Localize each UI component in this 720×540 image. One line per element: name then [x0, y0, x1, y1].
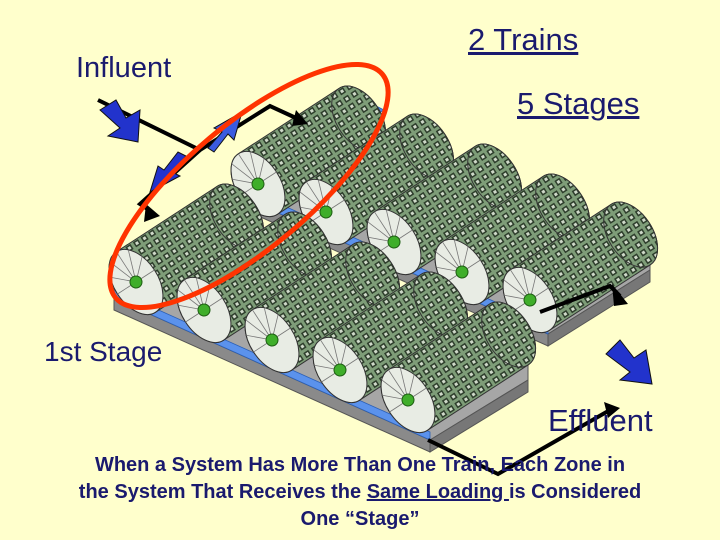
caption-line-2-start: the System That Receives the [78, 481, 367, 503]
first-stage-highlight-ellipse [107, 61, 391, 311]
influent-flow-arrow [99, 99, 141, 143]
caption-line-2: the System That Receives the Same Loadin… [0, 479, 720, 506]
caption-line-3: One “Stage” [300, 508, 420, 530]
flow-arrow-lower [149, 151, 187, 194]
first-stage-label: 1st Stage [44, 336, 163, 367]
influent-label: Influent [76, 52, 172, 84]
caption-line-1: When a System Has More Than One Train, E… [94, 454, 626, 476]
caption-same-loading: Same Loading [366, 481, 509, 503]
pipe-arrowheads [144, 110, 628, 418]
stages-count-label: 5 Stages [517, 86, 640, 121]
trains-count-label: 2 Trains [468, 22, 579, 57]
caption-line-2-end: is Considered [508, 481, 642, 503]
effluent-label: Effluent [548, 403, 653, 438]
effluent-flow-arrow [605, 339, 653, 385]
caption: When a System Has More Than One Train, E… [0, 452, 720, 533]
